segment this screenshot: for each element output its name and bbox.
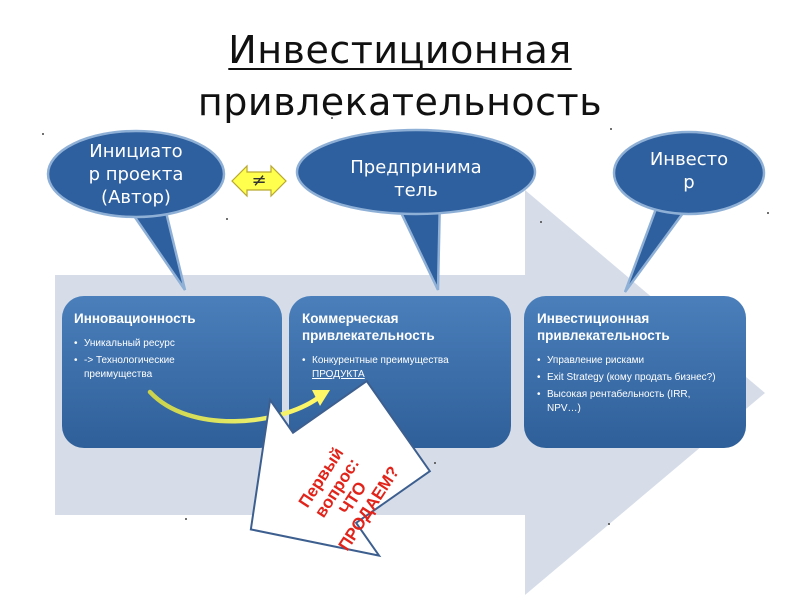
list-item: Exit Strategy (кому продать бизнес?) <box>537 371 722 385</box>
bubble-initiator-line: Инициато <box>89 141 183 162</box>
curved-connector-arrow <box>147 389 321 424</box>
bubble-investor-line: р <box>683 172 695 193</box>
box-investment: Инвестиционная привлекательность Управле… <box>537 310 737 419</box>
decor-dot <box>767 212 769 214</box>
bubble-entrepreneur <box>295 128 537 291</box>
list-item: -> Технологические преимущества <box>74 354 214 382</box>
box-commercial-heading: Коммерческая привлекательность <box>302 311 435 343</box>
not-equal-double-arrow <box>231 164 287 198</box>
bubble-investor <box>612 130 766 293</box>
list-item-product: ПРОДУКТА <box>312 369 365 380</box>
list-item-text: Конкурентные преимущества <box>312 355 449 366</box>
decor-dot <box>610 128 612 130</box>
callout-arrow <box>249 379 432 558</box>
bubble-initiator-label: Инициато р проекта (Автор) <box>60 140 212 209</box>
box-commercial-list: Конкурентные преимущества ПРОДУКТА <box>302 354 502 382</box>
bubble-entrepreneur-label: Предпринима тель <box>318 156 514 202</box>
bubble-investor-label: Инвесто р <box>630 148 748 194</box>
decor-dot <box>331 117 333 119</box>
box-innovation: Инновационность Уникальный ресурс -> Тех… <box>74 310 274 385</box>
box-innovation-list: Уникальный ресурс -> Технологические пре… <box>74 337 274 382</box>
not-equal-symbol: ≠ <box>251 170 267 191</box>
bubble-initiator-line: (Автор) <box>101 187 171 208</box>
bubble-initiator-line: р проекта <box>88 164 184 185</box>
page-title-line1: Инвестиционная <box>228 28 572 72</box>
bubble-entrepreneur-line: тель <box>394 180 438 201</box>
box-investment-heading: Инвестиционная привлекательность <box>537 311 670 343</box>
box-investment-list: Управление рисками Exit Strategy (кому п… <box>537 354 737 416</box>
list-item: Управление рисками <box>537 354 737 368</box>
decor-dot <box>608 523 610 525</box>
decor-dot <box>185 518 187 520</box>
bubble-entrepreneur-line: Предпринима <box>350 157 482 178</box>
decor-dot <box>540 221 542 223</box>
decor-dot <box>42 133 44 135</box>
list-item: Конкурентные преимущества ПРОДУКТА <box>302 354 502 382</box>
page-title-line2: привлекательность <box>197 80 603 124</box>
decor-dot <box>434 462 436 464</box>
bubble-initiator <box>46 129 226 291</box>
box-innovation-heading: Инновационность <box>74 311 196 326</box>
list-item: Высокая рентабельность (IRR, NPV…) <box>537 388 722 416</box>
decor-dot <box>226 218 228 220</box>
box-commercial: Коммерческая привлекательность Конкурент… <box>302 310 502 385</box>
list-item: Уникальный ресурс <box>74 337 274 351</box>
curved-arrow-head <box>312 390 330 406</box>
bubble-investor-line: Инвесто <box>649 149 729 170</box>
